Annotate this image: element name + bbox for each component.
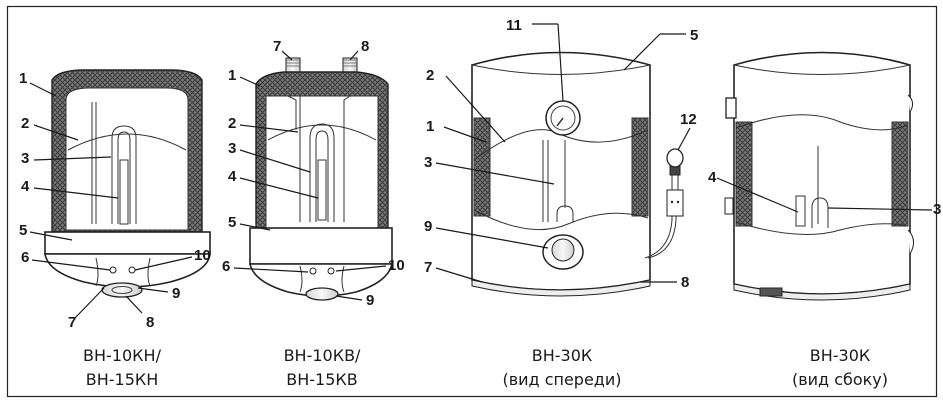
label-a-4: 4 bbox=[21, 178, 30, 195]
heater-b bbox=[249, 57, 393, 301]
heater-b-pipes-inner bbox=[287, 95, 351, 222]
caption-b-line2: ВН-15КВ bbox=[286, 370, 357, 389]
label-b-10: 10 bbox=[388, 257, 405, 274]
caption-c-line1: ВН-30К bbox=[532, 346, 593, 365]
label-c-1: 1 bbox=[426, 118, 434, 135]
heater-d-bottom-outlet bbox=[759, 287, 783, 297]
caption-c-line2: (вид спереди) bbox=[502, 370, 621, 389]
label-b-7: 7 bbox=[273, 38, 281, 55]
heater-d-anode bbox=[795, 195, 806, 227]
heater-c-insulation-left bbox=[473, 117, 491, 217]
label-c-3: 3 bbox=[424, 154, 432, 171]
heater-c-plug bbox=[666, 148, 684, 168]
label-c-11: 11 bbox=[506, 17, 522, 34]
label-a-8: 8 bbox=[146, 314, 154, 331]
label-a-5: 5 bbox=[19, 222, 27, 239]
caption-b-line1: ВН-10КВ/ bbox=[284, 346, 361, 365]
heater-c-knob bbox=[551, 238, 575, 262]
label-b-9: 9 bbox=[366, 292, 374, 309]
heater-d-thermometer bbox=[725, 97, 737, 119]
heater-d-insulation-left bbox=[735, 121, 753, 227]
label-d-3: 3 bbox=[933, 201, 941, 218]
label-b-8: 8 bbox=[361, 38, 369, 55]
label-a-2: 2 bbox=[21, 115, 29, 132]
label-b-5: 5 bbox=[228, 214, 236, 231]
heater-a-heating-element bbox=[111, 125, 137, 224]
label-a-7: 7 bbox=[68, 314, 76, 331]
heater-b-knob bbox=[305, 287, 339, 301]
heater-a-indicator-1 bbox=[109, 266, 117, 274]
label-c-7: 7 bbox=[424, 259, 432, 276]
caption-d-line2: (вид сбоку) bbox=[792, 370, 888, 389]
outer-frame bbox=[6, 5, 938, 398]
heater-c bbox=[471, 51, 684, 297]
heater-a-tank bbox=[65, 87, 189, 231]
label-c-5: 5 bbox=[690, 27, 698, 44]
heater-d-side-fitting bbox=[724, 197, 734, 215]
label-c-2: 2 bbox=[426, 67, 434, 84]
heater-d-heating-element bbox=[811, 197, 829, 228]
heater-a-thermostat-tube bbox=[119, 159, 129, 225]
label-c-12: 12 bbox=[680, 111, 697, 128]
heater-c-curve-bottom bbox=[473, 209, 649, 231]
heater-d-insulation-right bbox=[891, 121, 909, 227]
label-a-6: 6 bbox=[21, 249, 29, 266]
heater-c-insulation-right bbox=[631, 117, 649, 217]
heater-c-bottom-cover bbox=[471, 279, 651, 297]
heater-b-heating-element bbox=[309, 123, 335, 222]
heater-a-knob bbox=[101, 282, 143, 298]
label-c-9: 9 bbox=[424, 218, 432, 235]
heater-b-bottom-band bbox=[249, 227, 393, 265]
caption-d-line1: ВН-30К bbox=[810, 346, 871, 365]
heater-d bbox=[724, 51, 914, 301]
heater-c-cord bbox=[644, 196, 673, 259]
heater-d-body bbox=[733, 51, 911, 295]
label-a-3: 3 bbox=[21, 150, 29, 167]
label-b-1: 1 bbox=[228, 67, 236, 84]
label-b-4: 4 bbox=[228, 168, 237, 185]
heater-a-indicator-2 bbox=[128, 266, 136, 274]
caption-a-line1: ВН-10КН/ bbox=[83, 346, 162, 365]
heater-b-tank bbox=[265, 95, 379, 229]
label-d-4: 4 bbox=[708, 169, 717, 186]
heater-a bbox=[44, 69, 211, 298]
label-a-10: 10 bbox=[194, 247, 211, 264]
heater-d-knob bbox=[907, 229, 914, 255]
label-a-9: 9 bbox=[172, 285, 180, 302]
label-c-8: 8 bbox=[681, 274, 689, 291]
label-b-6: 6 bbox=[222, 258, 230, 275]
caption-a-line2: ВН-15КН bbox=[86, 370, 159, 389]
label-b-3: 3 bbox=[228, 140, 236, 157]
heater-c-rcd-box bbox=[666, 189, 684, 217]
label-b-2: 2 bbox=[228, 115, 236, 132]
heater-a-bottom-band bbox=[44, 231, 211, 255]
heater-a-inner-curve bbox=[67, 133, 187, 151]
label-a-1: 1 bbox=[19, 70, 27, 87]
